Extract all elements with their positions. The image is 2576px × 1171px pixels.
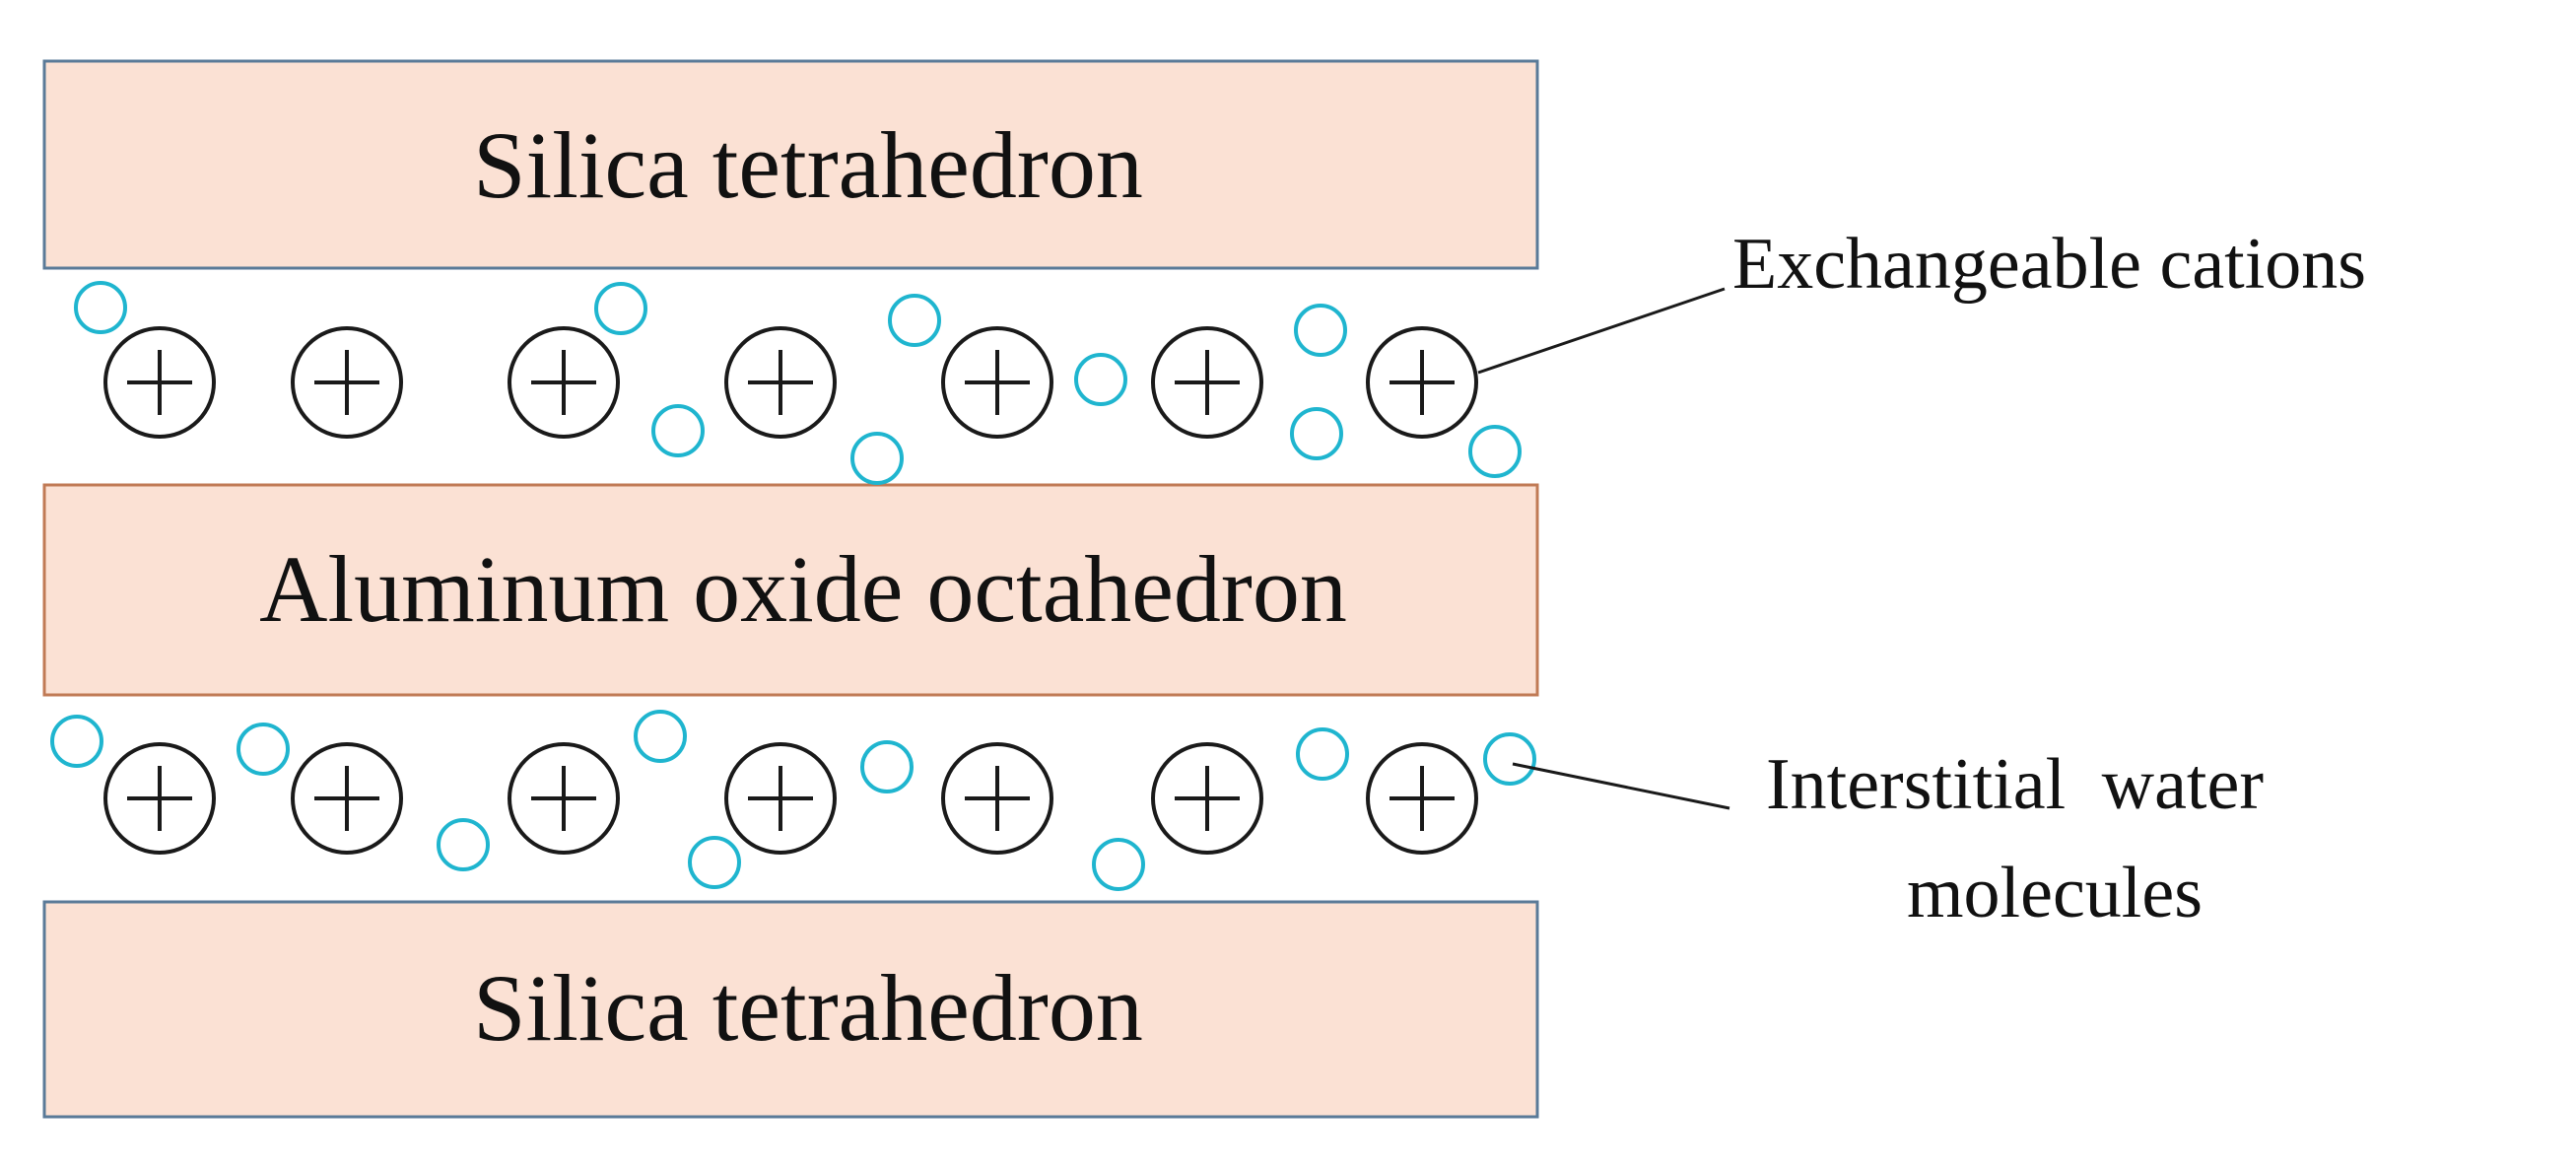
- bottom-silica-label: Silica tetrahedron: [473, 955, 1143, 1061]
- water-molecule-icon: [860, 740, 914, 793]
- cation-plus-icon: [1151, 326, 1263, 439]
- water-molecule-icon: [594, 282, 647, 335]
- cation-plus-icon: [1366, 326, 1478, 439]
- cation-plus-icon: [103, 326, 216, 439]
- cation-plus-icon: [724, 742, 837, 855]
- alumina-layer: Aluminum oxide octahedron: [42, 483, 1539, 697]
- water-molecule-icon: [634, 710, 687, 763]
- cation-plus-icon: [941, 326, 1053, 439]
- cation-plus-icon: [508, 742, 620, 855]
- water-molecule-icon: [237, 723, 290, 776]
- cation-plus-icon: [508, 326, 620, 439]
- bottom-silica-rect: [42, 900, 1539, 1119]
- water-callout-label-line1: Interstitial water: [1766, 744, 2264, 825]
- top-silica-label: Silica tetrahedron: [473, 112, 1143, 218]
- water-molecule-icon: [437, 818, 490, 871]
- water-callout-line: [1512, 762, 1730, 810]
- water-molecule-icon: [1092, 838, 1145, 891]
- cation-plus-icon: [941, 742, 1053, 855]
- water-molecule-icon: [1290, 407, 1343, 460]
- top-silica-layer: Silica tetrahedron: [42, 59, 1539, 270]
- cations-callout-label: Exchangeable cations: [1732, 224, 2366, 305]
- exchangeable-cations-group: [103, 326, 1478, 855]
- cation-plus-icon: [103, 742, 216, 855]
- water-molecule-icon: [1468, 425, 1522, 478]
- cation-plus-icon: [291, 742, 403, 855]
- cations-callout-line: [1477, 287, 1726, 375]
- water-molecule-icon: [688, 836, 741, 889]
- water-molecule-icon: [651, 404, 705, 457]
- cation-plus-icon: [724, 326, 837, 439]
- alumina-rect: [42, 483, 1539, 697]
- alumina-label: Aluminum oxide octahedron: [259, 536, 1347, 642]
- cation-plus-icon: [291, 326, 403, 439]
- water-molecule-icon: [1074, 353, 1127, 406]
- bottom-silica-layer: Silica tetrahedron: [42, 900, 1539, 1119]
- water-molecules-group: [50, 281, 1536, 891]
- water-molecule-icon: [1296, 727, 1349, 781]
- water-molecule-icon: [850, 432, 904, 485]
- water-molecule-icon: [1294, 304, 1347, 357]
- water-molecule-icon: [50, 715, 103, 768]
- water-molecule-icon: [1483, 732, 1536, 786]
- cation-plus-icon: [1151, 742, 1263, 855]
- water-molecule-icon: [888, 294, 941, 347]
- cation-plus-icon: [1366, 742, 1478, 855]
- top-silica-rect: [42, 59, 1539, 270]
- water-callout-label-line2: molecules: [1907, 853, 2203, 933]
- water-molecule-icon: [74, 281, 127, 334]
